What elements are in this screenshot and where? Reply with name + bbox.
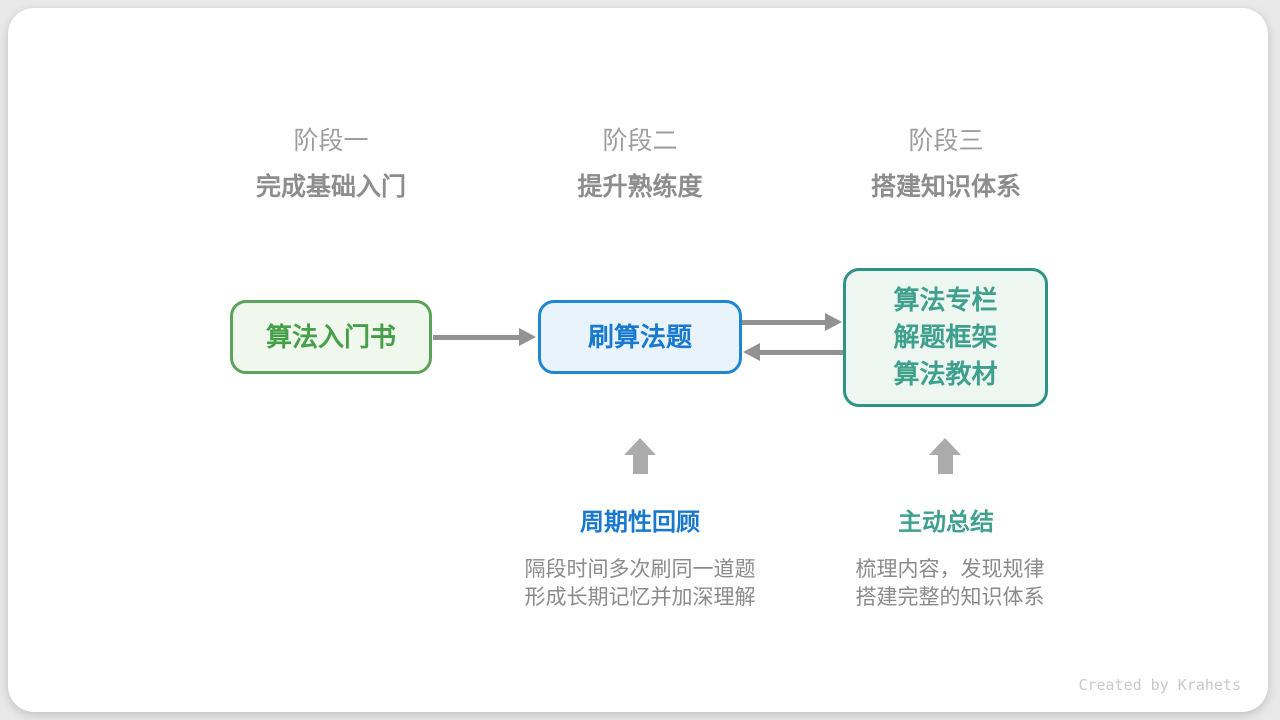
annotation-periodic-review-desc-line-2: 形成长期记忆并加深理解 [524,586,756,609]
stage-1-label: 阶段一 [293,127,369,155]
arrow-knowledge-to-practice-head-icon [743,343,760,361]
up-arrow-head [929,438,961,455]
node-intro-book-label: 算法入门书 [265,321,396,352]
annotation-active-summary-desc-line-2: 搭建完整的知识体系 [855,586,1045,609]
up-arrow-periodic-review-icon [624,438,656,474]
arrow-practice-to-knowledge-head-icon [825,313,842,331]
annotation-periodic-review-desc-line-1: 隔段时间多次刷同一道题 [524,558,756,581]
stage-1-subtitle: 完成基础入门 [255,173,406,201]
up-arrow-stem [937,455,953,474]
annotation-periodic-review-title: 周期性回顾 [580,509,700,536]
node-knowledge-line-1: 算法专栏 [893,285,998,315]
node-knowledge-line-3: 算法教材 [893,359,998,389]
arrow-intro-to-practice-line [433,335,521,340]
stage-1-header: 阶段一 完成基础入门 [181,126,481,202]
stage-2-label: 阶段二 [602,127,678,155]
annotation-active-summary-desc: 梳理内容，发现规律 搭建完整的知识体系 [790,556,1110,612]
up-arrow-head [624,438,656,455]
stage-2-subtitle: 提升熟练度 [577,173,703,201]
arrow-knowledge-to-practice-line [759,350,843,355]
stage-3-header: 阶段三 搭建知识体系 [796,126,1096,202]
node-practice-label: 刷算法题 [587,321,692,352]
annotation-active-summary-desc-line-1: 梳理内容，发现规律 [855,558,1045,581]
annotation-active-summary-title: 主动总结 [898,509,994,536]
node-knowledge-line-2: 解题框架 [893,322,998,352]
node-knowledge: 算法专栏 解题框架 算法教材 [843,268,1048,407]
stage-3-label: 阶段三 [908,127,984,155]
arrow-intro-to-practice-head-icon [519,328,536,346]
node-intro-book: 算法入门书 [230,300,432,374]
stage-3-subtitle: 搭建知识体系 [870,173,1021,201]
annotation-periodic-review-desc: 隔段时间多次刷同一道题 形成长期记忆并加深理解 [480,556,800,612]
node-practice: 刷算法题 [538,300,742,374]
arrow-practice-to-knowledge-line [742,320,827,325]
stage-2-header: 阶段二 提升熟练度 [490,126,790,202]
up-arrow-stem [632,455,648,474]
up-arrow-active-summary-icon [929,438,961,474]
credit-text: Created by Krahets [1078,676,1241,694]
